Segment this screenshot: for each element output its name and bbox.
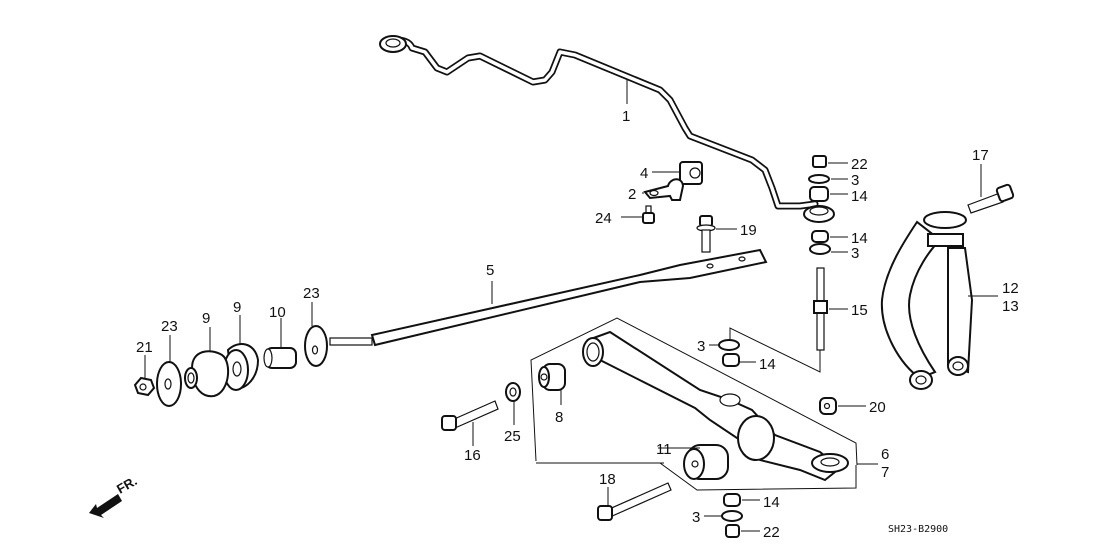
self-lock-nut-22-top[interactable]	[812, 155, 827, 168]
stabilizer-bushing[interactable]	[679, 161, 703, 185]
fork[interactable]	[880, 211, 974, 390]
link-bushing-14-bottom[interactable]	[723, 493, 741, 507]
lower-arm-bushing-8[interactable]	[538, 363, 566, 391]
front-direction-label: FR.	[114, 473, 140, 496]
stabilizer-holder[interactable]	[643, 178, 685, 201]
callout-14-lower: 14	[851, 230, 868, 247]
callout-8: 8	[555, 409, 563, 426]
callout-3-bottom: 3	[692, 509, 700, 526]
washer-3-bottom[interactable]	[721, 510, 743, 522]
washer-23-right[interactable]	[304, 325, 328, 367]
callout-7: 7	[881, 464, 889, 481]
callout-3-top: 3	[851, 172, 859, 189]
callout-3-mid: 3	[697, 338, 705, 355]
callout-19: 19	[740, 222, 757, 239]
callout-24: 24	[595, 210, 612, 227]
stabilizer-link-bushing-14-mid[interactable]	[722, 353, 740, 367]
callout-16: 16	[464, 447, 481, 464]
stabilizer-link-bolt[interactable]	[813, 267, 828, 351]
callout-14-bottom: 14	[763, 494, 780, 511]
callout-10: 10	[269, 304, 286, 321]
washer-3-lower[interactable]	[809, 243, 831, 255]
self-lock-nut-21[interactable]	[133, 376, 156, 397]
flange-bolt-19[interactable]	[696, 215, 716, 253]
callout-5: 5	[486, 262, 494, 279]
fork-bolt[interactable]	[967, 183, 1015, 214]
radius-rod[interactable]	[329, 248, 768, 347]
callout-15: 15	[851, 302, 868, 319]
callout-6: 6	[881, 446, 889, 463]
callout-18: 18	[599, 471, 616, 488]
callout-17: 17	[972, 147, 989, 164]
callout-2: 2	[628, 186, 636, 203]
radius-rod-bushing-left[interactable]	[184, 350, 230, 398]
callout-20: 20	[869, 399, 886, 416]
lower-arm[interactable]	[582, 330, 849, 482]
washer-3-top[interactable]	[808, 174, 830, 184]
drawing-code: SH23-B2900	[888, 524, 948, 535]
callout-23-right: 23	[303, 285, 320, 302]
flange-bolt-small[interactable]	[642, 205, 655, 224]
callout-4: 4	[640, 165, 648, 182]
collar[interactable]	[263, 347, 297, 369]
callout-21: 21	[136, 339, 153, 356]
callout-25: 25	[504, 428, 521, 445]
callout-14-mid: 14	[759, 356, 776, 373]
callout-13: 13	[1002, 298, 1019, 315]
callout-9-right: 9	[233, 299, 241, 316]
link-bushing-14-top[interactable]	[809, 186, 829, 202]
callout-14-top: 14	[851, 188, 868, 205]
callout-22-bottom: 22	[763, 524, 780, 541]
callout-1: 1	[622, 108, 630, 125]
callout-3-lower: 3	[851, 245, 859, 262]
callout-11: 11	[656, 441, 672, 458]
link-bushing-14-lower[interactable]	[811, 230, 829, 243]
callout-9-left: 9	[202, 310, 210, 327]
lower-arm-bolt[interactable]	[597, 482, 672, 521]
radius-rod-bushing-right[interactable]	[223, 343, 260, 391]
flange-bolt-16[interactable]	[441, 400, 499, 431]
callout-22-top: 22	[851, 156, 868, 173]
self-lock-nut-22-bottom[interactable]	[725, 524, 740, 538]
callout-12: 12	[1002, 280, 1019, 297]
callout-23-left: 23	[161, 318, 178, 335]
front-direction-arrow-icon	[89, 494, 122, 518]
washer-23-left[interactable]	[156, 361, 182, 407]
washer-3-mid[interactable]	[718, 339, 740, 351]
lower-arm-bushing-11[interactable]	[683, 444, 729, 480]
flange-nut-20[interactable]	[819, 397, 837, 415]
stabilizer-bar[interactable]	[379, 35, 835, 223]
washer-25[interactable]	[505, 382, 521, 402]
